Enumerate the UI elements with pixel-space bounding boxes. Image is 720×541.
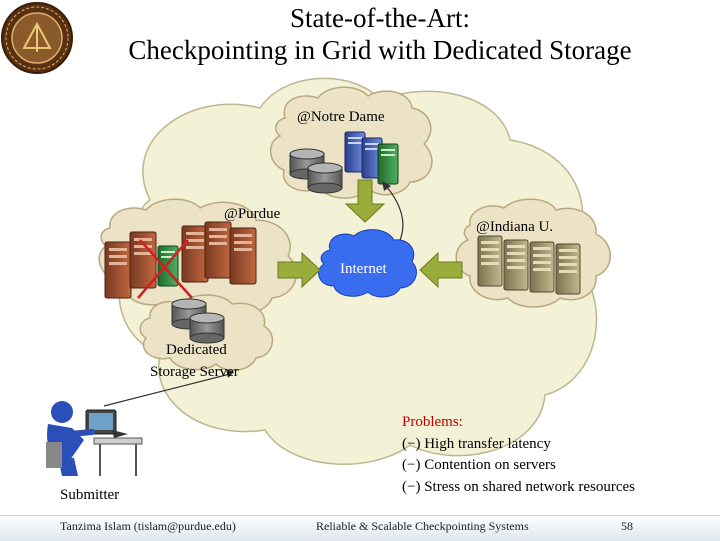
- failure-x-mark: [139, 239, 193, 299]
- indiana-to-internet-arrow: [419, 251, 463, 289]
- indiana-label: @Indiana U.: [476, 219, 554, 235]
- footer-bar: [0, 515, 720, 541]
- arrowhead: [226, 369, 234, 378]
- indiana-server-3: [529, 241, 555, 293]
- problems-heading: Problems:: [402, 414, 463, 430]
- problem-item: (−) High transfer latency: [402, 435, 551, 452]
- slide-title-line-2: Checkpointing in Grid with Dedicated Sto…: [128, 35, 632, 65]
- submitter-figure: [46, 401, 143, 476]
- internet-to-notre-dame-line: [385, 185, 404, 241]
- purdue-server-6: [229, 227, 257, 285]
- purdue-server-1: [104, 241, 132, 299]
- footer-author: Tanzima Islam (tislam@purdue.edu): [60, 519, 236, 533]
- indiana-server-1: [477, 235, 503, 287]
- purdue-server-5: [204, 221, 232, 279]
- arrowhead: [382, 181, 391, 191]
- purdue-to-internet-arrow: [277, 251, 321, 289]
- storage-label-line-2: Storage Server: [150, 364, 239, 380]
- storage-label-line-1: Dedicated: [166, 342, 227, 358]
- notre-dame-disk-2: [307, 162, 343, 194]
- footer-page-number: 58: [621, 519, 633, 533]
- failure-x-mark: [137, 239, 189, 299]
- purdue-server-4: [181, 225, 209, 283]
- problems-list: Problems: (−) High transfer latency (−) …: [402, 412, 635, 498]
- problem-item: (−) Contention on servers: [402, 457, 556, 473]
- slide-title-line-1: State-of-the-Art:: [290, 3, 470, 33]
- purdue-label: @Purdue: [224, 206, 281, 222]
- indiana-server-2: [503, 239, 529, 291]
- indiana-server-4: [555, 243, 581, 295]
- submitter-to-storage-line: [103, 373, 231, 407]
- footer-talk-title: Reliable & Scalable Checkpointing System…: [316, 519, 529, 533]
- internet-label: Internet: [340, 261, 387, 277]
- purdue-seal-logo: [1, 2, 73, 74]
- purdue-server-2: [129, 231, 157, 289]
- notre-dame-server-3: [377, 143, 399, 185]
- submitter-label: Submitter: [60, 487, 120, 503]
- problem-item: (−) Stress on shared network resources: [402, 478, 635, 495]
- notre-dame-to-internet-arrow: [344, 179, 386, 223]
- storage-disk-2: [189, 312, 225, 344]
- notre-dame-label: @Notre Dame: [297, 109, 385, 125]
